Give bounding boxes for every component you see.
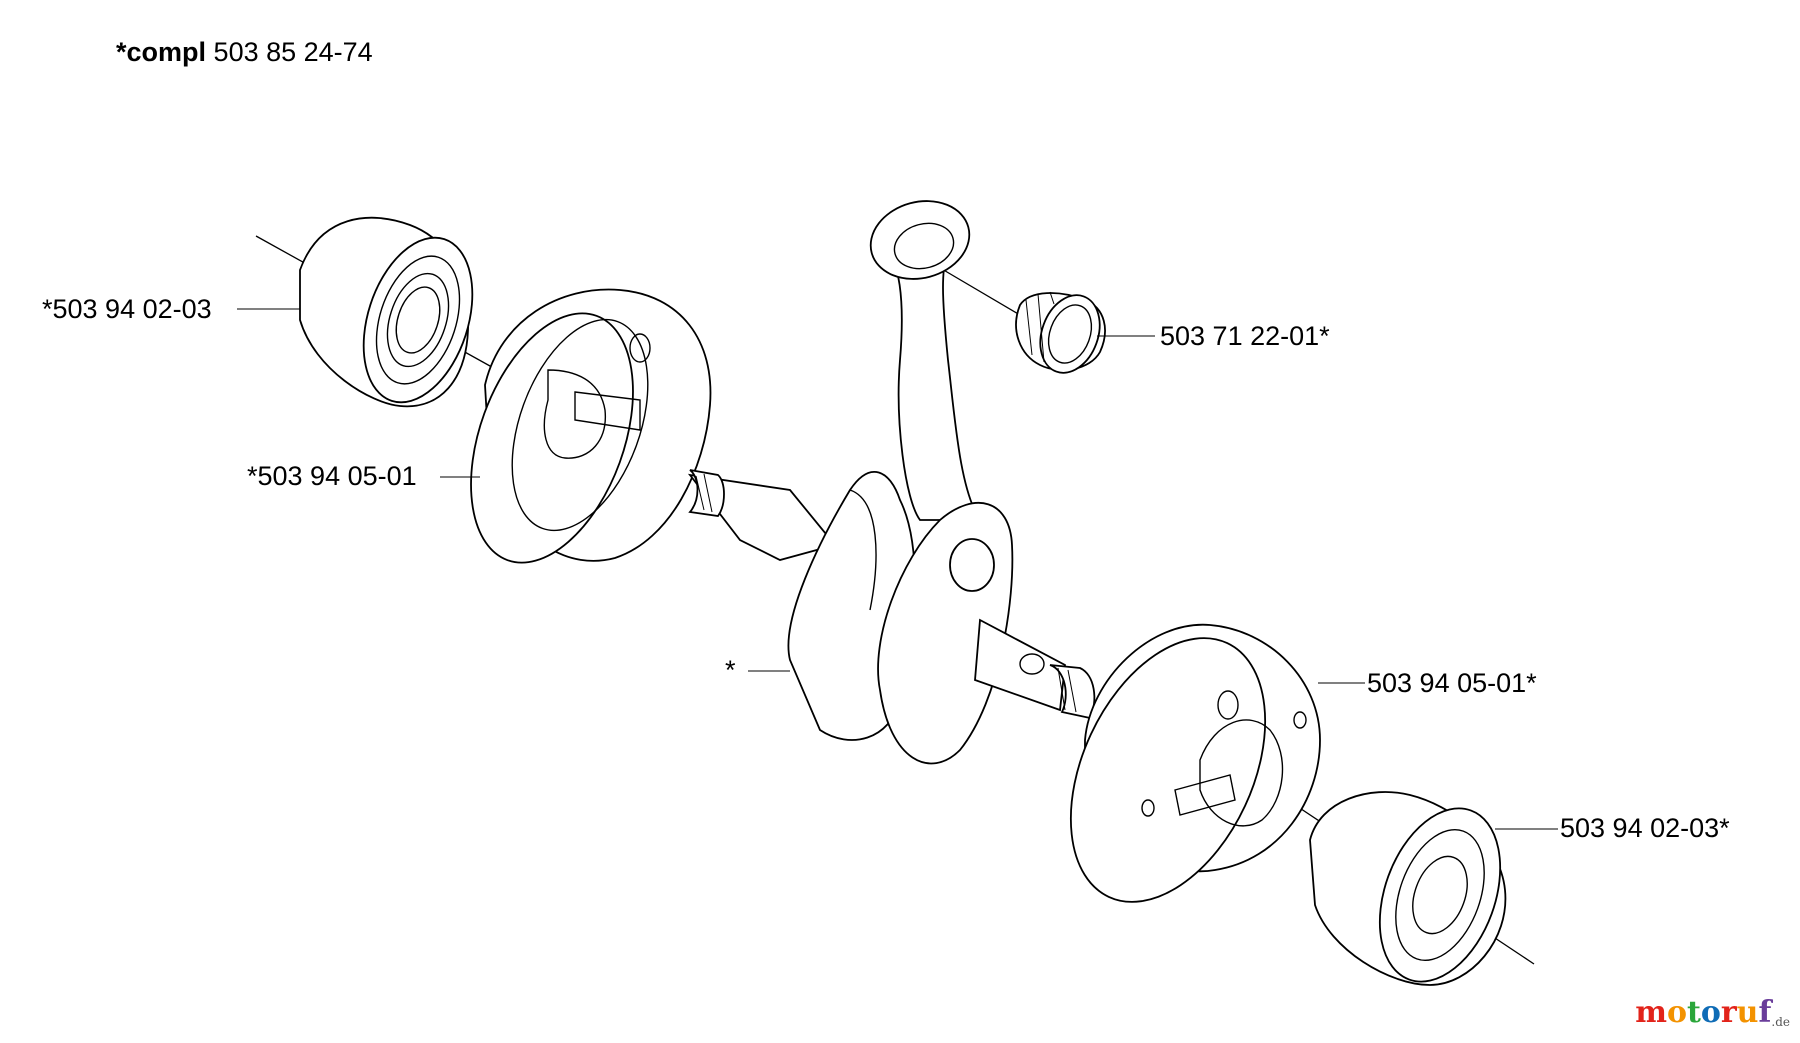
watermark-letter: u [1736, 995, 1759, 1030]
motoruf-watermark: motoruf.de [1635, 998, 1790, 1029]
right-ball-bearing [1309, 791, 1507, 986]
header-part-number: 503 85 24-74 [213, 37, 373, 67]
left-ball-bearing [299, 216, 474, 408]
needle-bearing [1015, 291, 1106, 374]
watermark-letter: t [1686, 995, 1701, 1030]
label-crankshaft: * [725, 655, 736, 685]
label-bearing-right: 503 94 02-03* [1560, 813, 1730, 843]
watermark-letter: o [1666, 995, 1687, 1030]
watermark-letters: motoruf [1635, 998, 1771, 1028]
label-flywheel-left: *503 94 05-01 [247, 461, 417, 491]
left-flywheel-half [470, 288, 712, 564]
crankshaft [687, 200, 1096, 765]
watermark-letter: o [1700, 995, 1721, 1030]
watermark-tld: .de [1771, 1015, 1790, 1029]
watermark-letter: r [1720, 995, 1737, 1030]
assembly-header: *compl 503 85 24-74 [116, 39, 373, 66]
header-prefix: *compl [116, 37, 207, 67]
label-needle-bearing: 503 71 22-01* [1160, 321, 1330, 351]
label-flywheel-right: 503 94 05-01* [1367, 668, 1537, 698]
watermark-letter: f [1758, 995, 1772, 1030]
watermark-letter: m [1635, 995, 1667, 1030]
right-flywheel-half [1069, 623, 1321, 903]
label-bearing-left: *503 94 02-03 [42, 294, 212, 324]
